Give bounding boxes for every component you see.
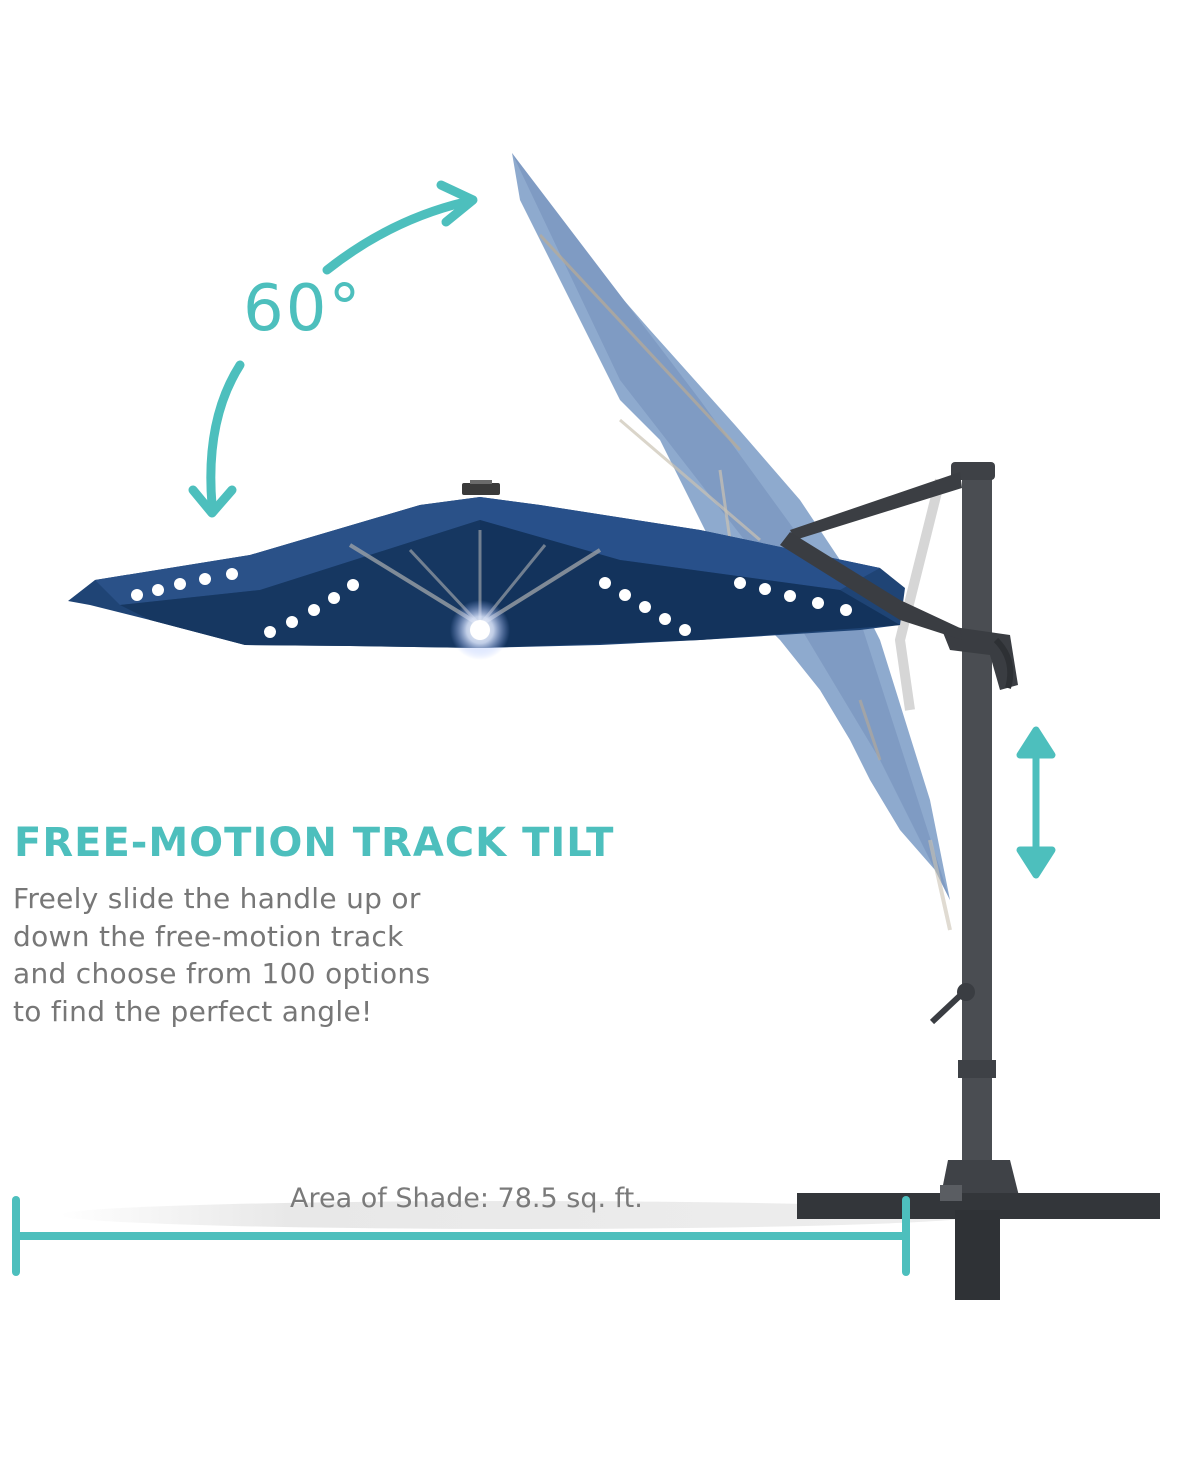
umbrella-pole xyxy=(790,462,1160,1300)
description-line: to find the perfect angle! xyxy=(13,994,373,1028)
curved-double-arrow-icon xyxy=(188,180,478,518)
feature-headline: FREE-MOTION TRACK TILT xyxy=(14,820,615,866)
shade-width-measure-icon xyxy=(12,1196,910,1276)
shade-area-label: Area of Shade: 78.5 sq. ft. xyxy=(290,1183,643,1214)
description-line: Freely slide the handle up or xyxy=(13,882,421,915)
main-canopy xyxy=(68,480,962,660)
description-line: down the free-motion track xyxy=(13,919,404,953)
tilt-angle-label: 60° xyxy=(243,272,363,346)
description-line: and choose from 100 options xyxy=(13,957,431,990)
ground-shadow xyxy=(60,1201,980,1229)
vertical-double-arrow-icon xyxy=(1016,726,1056,879)
tilted-canopy xyxy=(512,153,952,931)
feature-description: Freely slide the handle up or down the f… xyxy=(13,880,493,1030)
